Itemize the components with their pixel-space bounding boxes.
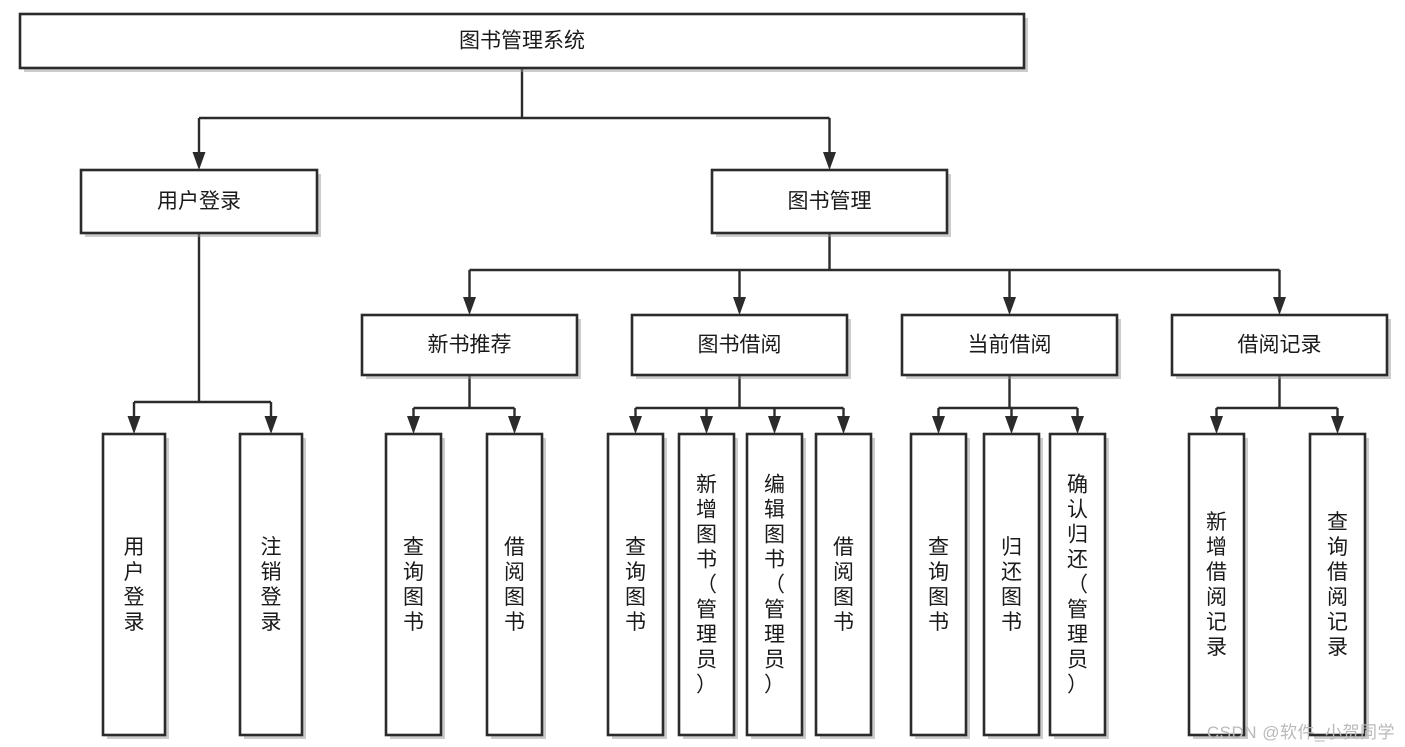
node-user-login-label: 用户登录 [157, 190, 241, 213]
node-leaf-borrow-book-2-label: 借阅图书 [833, 536, 854, 634]
node-borrow-record-box[interactable] [1170, 313, 1389, 377]
node-leaf-add-record-label: 新增借阅记录 [1206, 511, 1227, 659]
node-leaf-query-book-1-label: 查询图书 [403, 536, 424, 634]
node-leaf-return-book-box[interactable] [982, 432, 1041, 737]
new-book-recommend-to-leaf-borrow-book-1-arrowhead [508, 416, 521, 434]
node-leaf-edit-book-label: 编辑图书（管理员） [764, 474, 785, 697]
node-user-login-box[interactable] [79, 168, 319, 235]
current-borrow-to-leaf-confirm-return-arrowhead [1071, 416, 1084, 434]
borrow-record-to-leaf-query-record-arrowhead [1331, 416, 1344, 434]
node-leaf-add-book-label: 新增图书（管理员） [696, 474, 717, 697]
book-borrow-to-leaf-query-book-2-arrowhead [629, 416, 642, 434]
node-leaf-borrow-book-1-label: 借阅图书 [504, 536, 525, 634]
book-management-to-borrow-record-arrowhead [1273, 297, 1286, 315]
node-leaf-query-book-2-label: 查询图书 [625, 536, 646, 634]
node-leaf-add-record-box[interactable] [1187, 432, 1246, 737]
current-borrow-to-leaf-query-book-3-arrowhead [932, 416, 945, 434]
book-borrow-to-leaf-borrow-book-2-arrowhead [837, 416, 850, 434]
node-leaf-query-book-1-box[interactable] [384, 432, 443, 737]
node-leaf-user-logout-box[interactable] [238, 432, 304, 737]
node-leaf-confirm-return-box[interactable] [1048, 432, 1107, 737]
node-leaf-query-book-2-box[interactable] [606, 432, 665, 737]
new-book-recommend-to-leaf-query-book-1-arrowhead [407, 416, 420, 434]
node-book-management-label: 图书管理 [788, 190, 872, 213]
book-borrow-to-leaf-edit-book-arrowhead [768, 416, 781, 434]
node-book-management-box[interactable] [710, 168, 949, 235]
node-leaf-user-logout-label: 注销登录 [261, 536, 282, 634]
user-login-to-leaf-user-login-arrowhead [127, 416, 141, 434]
csdn-watermark: CSDN @软件_小贺同学 [1206, 723, 1395, 742]
node-leaf-query-record-box[interactable] [1308, 432, 1367, 737]
node-current-borrow-box[interactable] [900, 313, 1119, 377]
node-borrow-record-label: 借阅记录 [1238, 334, 1322, 357]
book-management-to-new-book-recommend-arrowhead [463, 297, 476, 315]
node-leaf-user-login-box[interactable] [101, 432, 167, 737]
node-leaf-borrow-book-1-box[interactable] [485, 432, 544, 737]
node-book-borrow-label: 图书借阅 [698, 334, 782, 357]
node-new-book-recommend-label: 新书推荐 [428, 334, 512, 357]
user-login-to-leaf-user-logout-arrowhead [264, 416, 278, 434]
node-current-borrow-label: 当前借阅 [968, 334, 1052, 357]
node-leaf-return-book-label: 归还图书 [1001, 536, 1022, 634]
node-root-root-box[interactable] [18, 12, 1026, 70]
node-leaf-user-login-label: 用户登录 [124, 536, 145, 634]
node-book-borrow-box[interactable] [630, 313, 849, 377]
borrow-record-to-leaf-add-record-arrowhead [1210, 416, 1223, 434]
node-leaf-add-book-box[interactable] [677, 432, 736, 737]
book-management-to-book-borrow-arrowhead [733, 297, 746, 315]
node-root-root-label: 图书管理系统 [459, 30, 585, 53]
book-management-to-current-borrow-arrowhead [1003, 297, 1016, 315]
book-borrow-to-leaf-add-book-arrowhead [700, 416, 713, 434]
nodes-layer: 图书管理系统用户登录图书管理新书推荐图书借阅当前借阅借阅记录用户登录注销登录查询… [18, 12, 1391, 739]
node-leaf-confirm-return-label: 确认归还（管理员） [1067, 474, 1088, 697]
current-borrow-to-leaf-return-book-arrowhead [1005, 416, 1018, 434]
root-to-book-management-arrowhead [823, 152, 836, 170]
node-leaf-borrow-book-2-box[interactable] [814, 432, 873, 737]
node-new-book-recommend-box[interactable] [360, 313, 579, 377]
connectors-layer [127, 68, 1344, 434]
node-leaf-edit-book-box[interactable] [745, 432, 804, 737]
node-leaf-query-book-3-label: 查询图书 [928, 536, 949, 634]
node-leaf-query-book-3-box[interactable] [909, 432, 968, 737]
root-to-user-login-arrowhead [192, 152, 206, 170]
node-leaf-query-record-label: 查询借阅记录 [1327, 511, 1348, 659]
